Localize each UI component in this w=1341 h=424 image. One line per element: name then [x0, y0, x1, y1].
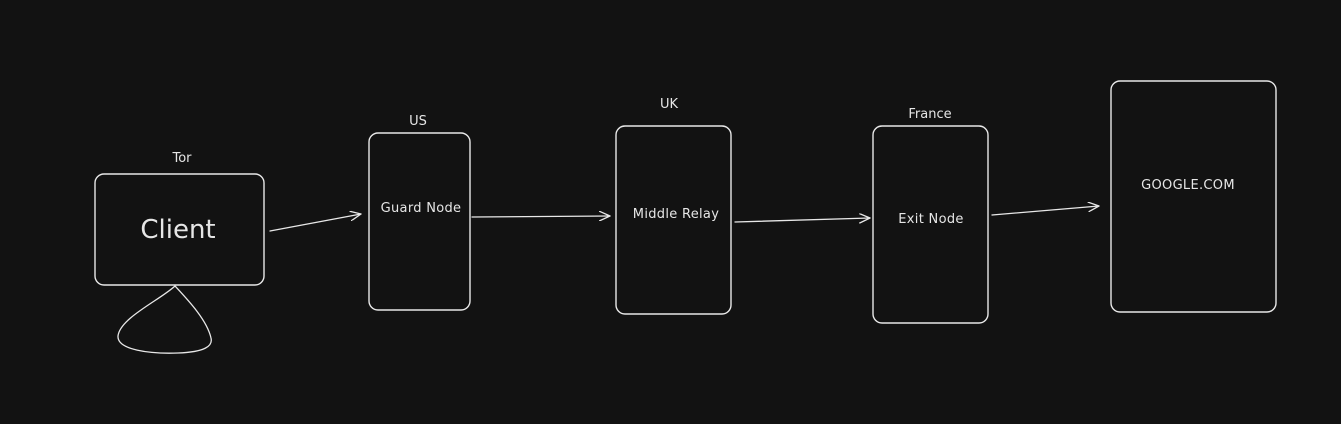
exit-node: Exit Node France: [872, 107, 989, 324]
exit-node-label: Exit Node: [898, 212, 963, 227]
client-caption: Tor: [171, 151, 192, 166]
middle-relay-label: Middle Relay: [633, 207, 719, 222]
arrow-exit-to-destination: [991, 206, 1100, 216]
guard-node-caption: US: [409, 114, 427, 129]
destination-node: GOOGLE.COM: [1110, 80, 1277, 313]
arrow-middle-to-exit: [734, 218, 871, 222]
client-monitor-screen: [94, 173, 265, 286]
middle-relay-node: Middle Relay UK: [615, 97, 732, 315]
guard-node-box: [368, 132, 471, 311]
arrow-client-to-guard: [269, 214, 362, 232]
client-monitor-stand: [117, 285, 212, 354]
exit-node-caption: France: [908, 107, 951, 122]
middle-relay-box: [615, 125, 732, 315]
client-label: Client: [140, 215, 215, 245]
destination-box: [1110, 80, 1277, 313]
destination-label: GOOGLE.COM: [1141, 178, 1235, 193]
guard-node-label: Guard Node: [381, 201, 462, 216]
guard-node: Guard Node US: [368, 114, 471, 311]
middle-relay-caption: UK: [660, 97, 679, 112]
arrow-guard-to-middle: [471, 216, 611, 217]
exit-node-box: [872, 125, 989, 324]
client-node: Client Tor: [94, 151, 265, 354]
